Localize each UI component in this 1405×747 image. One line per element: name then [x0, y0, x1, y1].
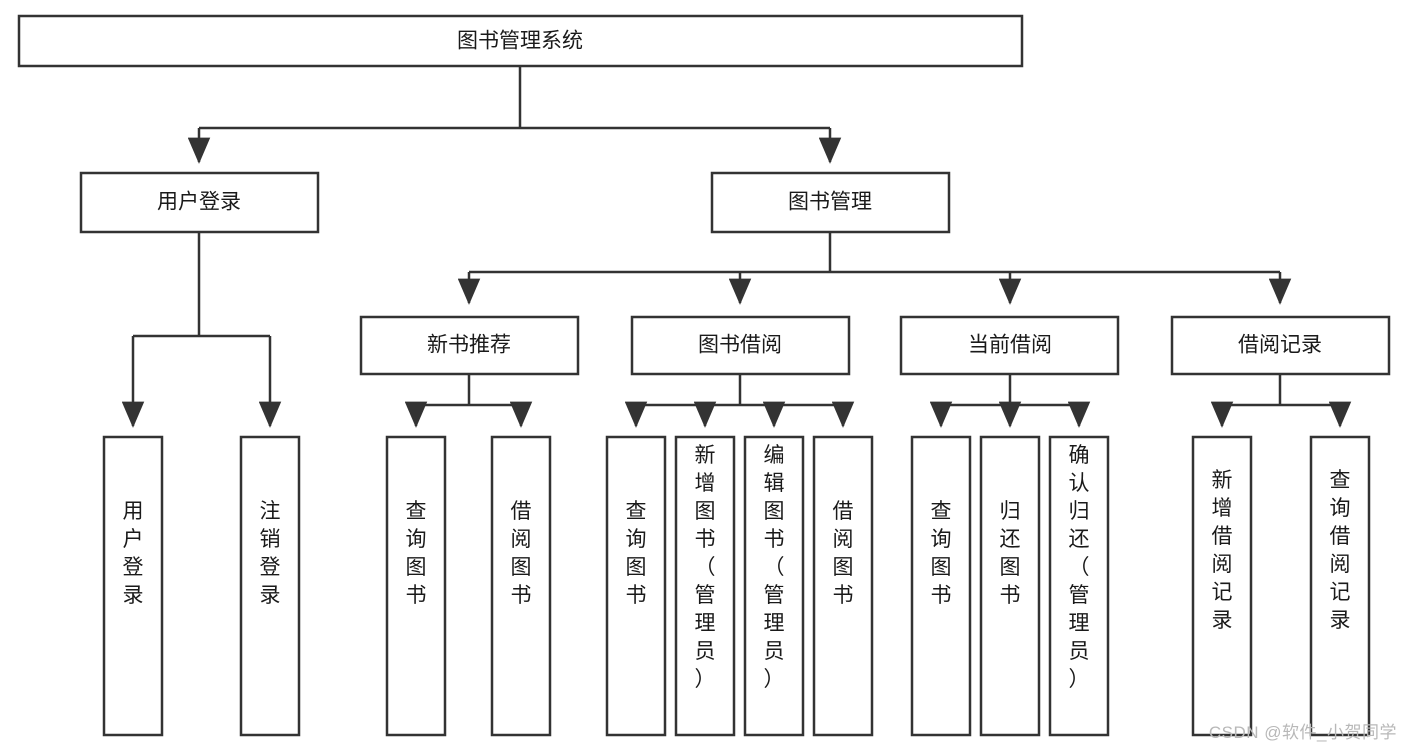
node-leaf-user-logout-box[interactable] — [239, 435, 301, 737]
node-leaf-add-book-box[interactable] — [674, 435, 736, 737]
node-leaf-return-book[interactable]: 归还图书 — [979, 435, 1041, 737]
node-book-manage-box[interactable] — [710, 171, 951, 234]
node-leaf-borrow-book-1-label: 借阅图书 — [511, 500, 532, 607]
node-leaf-confirm-return-box[interactable] — [1048, 435, 1110, 737]
node-new-book-rec-label: 新书推荐 — [427, 334, 511, 357]
node-leaf-query-book-2-label: 查询图书 — [626, 500, 647, 607]
node-borrow-record-box[interactable] — [1170, 315, 1391, 376]
node-leaf-edit-book-label: 编辑图书（管理员） — [764, 444, 785, 691]
node-leaf-user-login-label: 用户登录 — [123, 500, 144, 607]
node-leaf-query-book-1-label: 查询图书 — [406, 500, 427, 607]
node-leaf-add-book-label: 新增图书（管理员） — [695, 444, 716, 691]
node-leaf-query-record-box[interactable] — [1309, 435, 1371, 737]
csdn-watermark: CSDN @软件_小贺同学 — [1208, 723, 1397, 742]
node-book-manage-label: 图书管理 — [788, 191, 872, 214]
node-leaf-query-book-1[interactable]: 查询图书 — [385, 435, 447, 737]
node-leaf-borrow-book-1[interactable]: 借阅图书 — [490, 435, 552, 737]
node-new-book-rec-box[interactable] — [359, 315, 580, 376]
node-leaf-query-book-2-box[interactable] — [605, 435, 667, 737]
node-root-box[interactable] — [17, 14, 1024, 68]
node-leaf-query-record-label: 查询借阅记录 — [1330, 469, 1351, 632]
node-borrow-record[interactable]: 借阅记录 — [1170, 315, 1391, 376]
node-leaf-edit-book[interactable]: 编辑图书（管理员） — [743, 435, 805, 737]
node-current-borrow[interactable]: 当前借阅 — [899, 315, 1120, 376]
node-user-login[interactable]: 用户登录 — [79, 171, 320, 234]
node-book-borrow-box[interactable] — [630, 315, 851, 376]
node-root[interactable]: 图书管理系统 — [17, 14, 1024, 68]
node-leaf-borrow-book-2-label: 借阅图书 — [833, 500, 854, 607]
node-leaf-user-logout-label: 注销登录 — [260, 500, 281, 607]
node-current-borrow-box[interactable] — [899, 315, 1120, 376]
node-borrow-record-label: 借阅记录 — [1238, 334, 1322, 357]
node-leaf-query-book-2[interactable]: 查询图书 — [605, 435, 667, 737]
node-user-login-label: 用户登录 — [157, 191, 241, 214]
node-leaf-query-record[interactable]: 查询借阅记录 — [1309, 435, 1371, 737]
node-leaf-borrow-book-1-box[interactable] — [490, 435, 552, 737]
node-leaf-return-book-label: 归还图书 — [1000, 500, 1021, 607]
node-leaf-borrow-book-2-box[interactable] — [812, 435, 874, 737]
node-book-borrow[interactable]: 图书借阅 — [630, 315, 851, 376]
node-leaf-user-login[interactable]: 用户登录 — [102, 435, 164, 737]
leaf-layer: 用户登录 注销登录 查询图书 借阅图书 查询图书 新增图书（管理员） 编辑图书（… — [102, 435, 1371, 737]
node-leaf-add-book[interactable]: 新增图书（管理员） — [674, 435, 736, 737]
node-leaf-borrow-book-2[interactable]: 借阅图书 — [812, 435, 874, 737]
node-user-login-box[interactable] — [79, 171, 320, 234]
node-book-borrow-label: 图书借阅 — [698, 334, 782, 357]
node-leaf-add-record[interactable]: 新增借阅记录 — [1191, 435, 1253, 737]
node-new-book-rec[interactable]: 新书推荐 — [359, 315, 580, 376]
node-leaf-user-logout[interactable]: 注销登录 — [239, 435, 301, 737]
node-leaf-return-book-box[interactable] — [979, 435, 1041, 737]
node-leaf-query-book-1-box[interactable] — [385, 435, 447, 737]
node-leaf-user-login-box[interactable] — [102, 435, 164, 737]
node-leaf-query-book-3-box[interactable] — [910, 435, 972, 737]
node-leaf-edit-book-box[interactable] — [743, 435, 805, 737]
node-leaf-query-book-3-label: 查询图书 — [931, 500, 952, 607]
node-current-borrow-label: 当前借阅 — [968, 334, 1052, 357]
node-root-label: 图书管理系统 — [457, 30, 583, 53]
node-leaf-query-book-3[interactable]: 查询图书 — [910, 435, 972, 737]
edge-layer — [121, 66, 1352, 428]
node-leaf-confirm-return-label: 确认归还（管理员） — [1069, 444, 1090, 691]
node-leaf-add-record-box[interactable] — [1191, 435, 1253, 737]
node-book-manage[interactable]: 图书管理 — [710, 171, 951, 234]
node-leaf-confirm-return[interactable]: 确认归还（管理员） — [1048, 435, 1110, 737]
node-leaf-add-record-label: 新增借阅记录 — [1212, 469, 1233, 632]
